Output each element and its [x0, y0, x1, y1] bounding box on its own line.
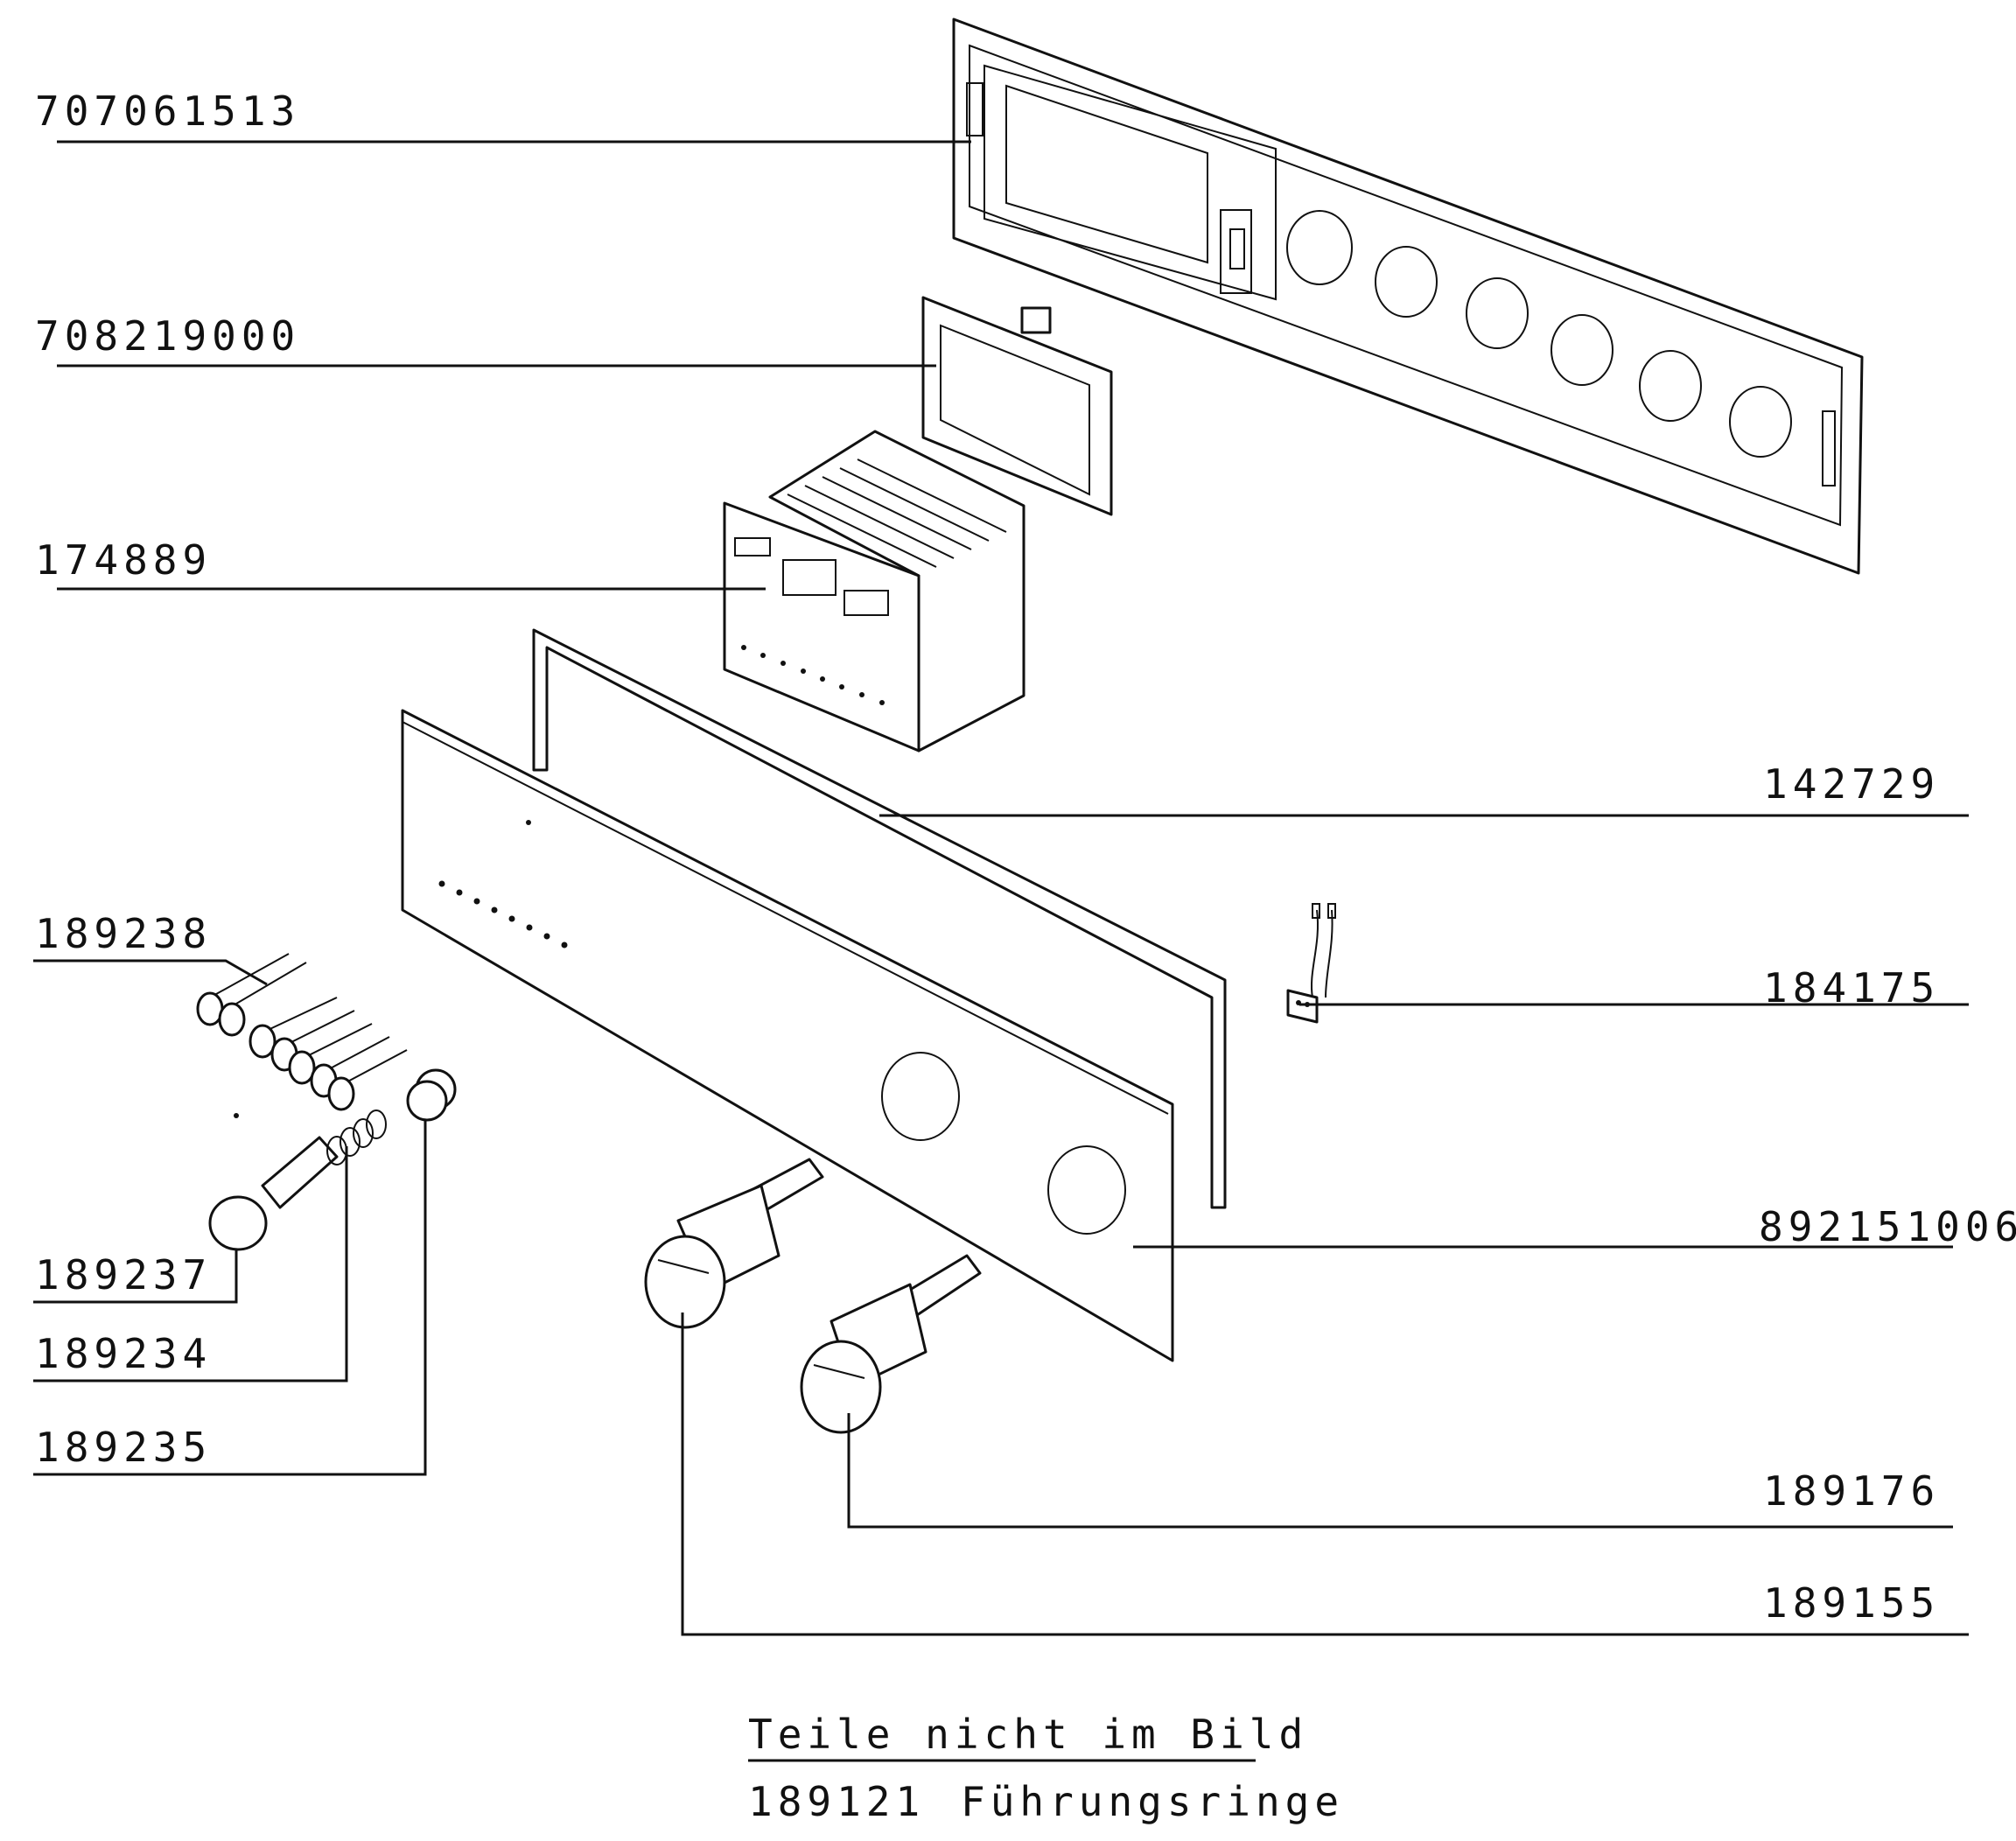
label-knob-small: 189176: [1763, 1467, 1940, 1515]
label-connector: 184175: [1763, 964, 1940, 1012]
leader-lines: [33, 140, 1969, 1636]
cover-frame-part: [952, 18, 1864, 575]
label-button-shaft: 189237: [35, 1251, 212, 1298]
button-cap-part: [406, 1068, 457, 1122]
note-item-number: 189121: [748, 1778, 925, 1825]
display-window-part: [921, 296, 1113, 516]
note-heading: Teile nicht im Bild: [748, 1711, 1308, 1758]
label-display-module: 174889: [35, 536, 212, 584]
gasket-part: [532, 628, 1227, 1209]
label-control-panel: 892151006: [1759, 1203, 2016, 1250]
label-display-window: 708219000: [35, 312, 300, 360]
note-item-name: Führungsringe: [961, 1778, 1344, 1825]
connector-part: [1286, 903, 1336, 1024]
button-set-part: [196, 953, 408, 1118]
button-shaft-part: [208, 1136, 339, 1251]
label-gasket: 142729: [1763, 760, 1940, 808]
knob-small-part: [800, 1254, 982, 1434]
label-button-set: 189238: [35, 910, 212, 957]
control-panel-part: [401, 709, 1174, 1362]
label-spring: 189234: [35, 1330, 212, 1377]
label-button-cap: 189235: [35, 1424, 212, 1471]
label-knob-large: 189155: [1763, 1579, 1940, 1627]
display-module-part: [723, 430, 1026, 752]
knob-large-part: [644, 1158, 824, 1329]
label-cover-frame: 707061513: [35, 88, 300, 135]
